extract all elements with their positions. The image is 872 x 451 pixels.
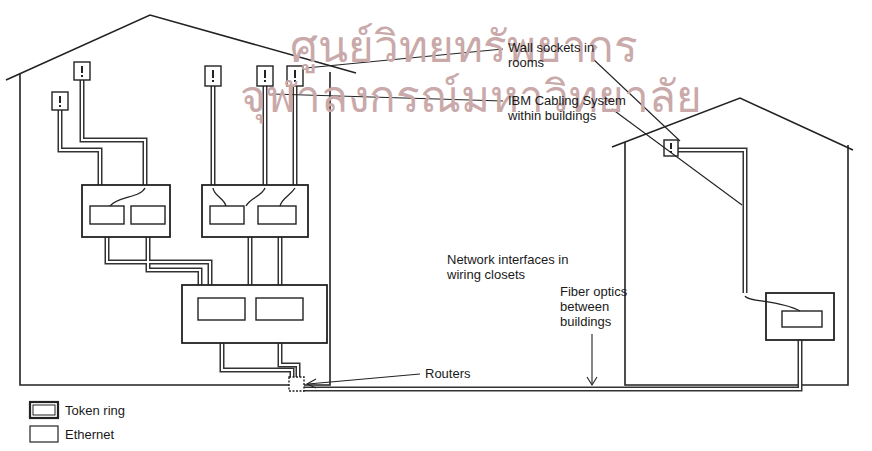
legend-sample	[30, 402, 58, 418]
legend-sample	[30, 426, 58, 442]
callout-label: Network interfaces in wiring closets	[447, 252, 572, 282]
watermark: จุฬาลงกรณ์มหาวิทยาลัย	[240, 72, 702, 122]
callout-label: IBM Cabling System within buildings	[508, 93, 636, 123]
callout-label: Wall sockets in rooms	[508, 40, 600, 70]
callout-label: Routers	[425, 366, 505, 381]
legend-text: Ethernet	[65, 427, 114, 442]
legend-text: Token ring	[65, 403, 125, 418]
callout-label: Fiber optics between buildings	[560, 284, 642, 329]
house-wall	[625, 142, 848, 385]
